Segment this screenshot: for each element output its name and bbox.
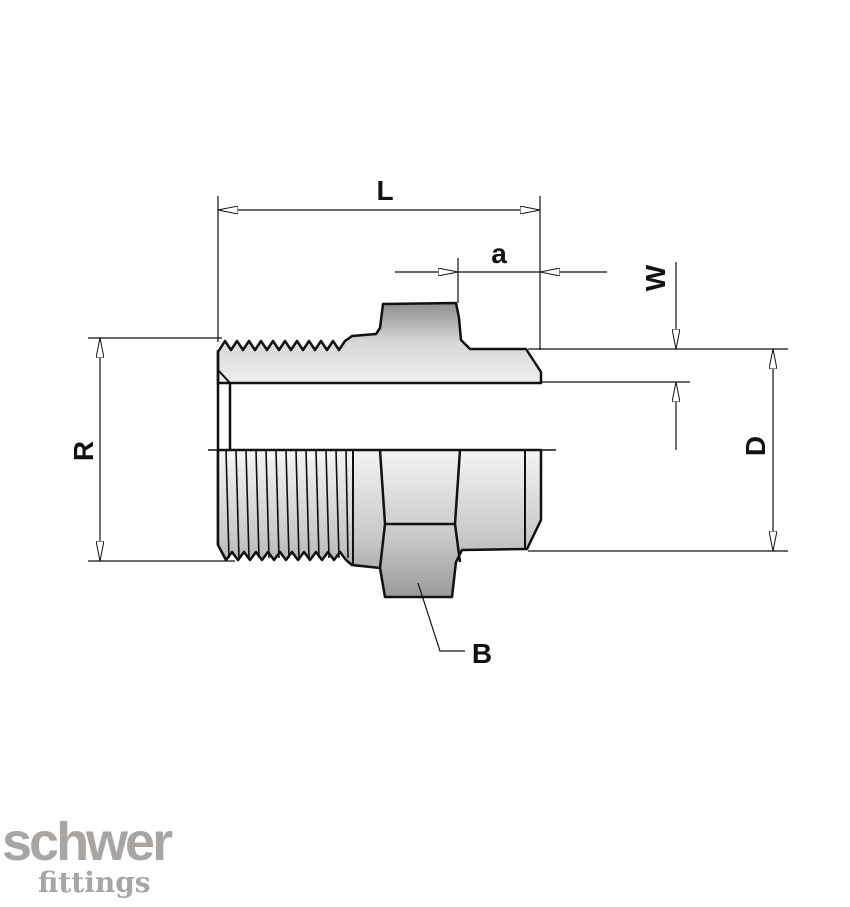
thread-lines bbox=[225, 449, 349, 559]
fitting-upper-half bbox=[216, 301, 543, 385]
svg-text:schwer: schwer bbox=[2, 812, 173, 872]
label-L: L bbox=[376, 175, 393, 206]
dimension-W bbox=[528, 262, 788, 450]
hex-nut bbox=[378, 449, 462, 569]
dimension-D bbox=[528, 349, 788, 552]
svg-text:fittings: fittings bbox=[38, 866, 151, 899]
label-D: D bbox=[740, 436, 771, 456]
label-R: R bbox=[68, 441, 99, 461]
label-W: W bbox=[640, 264, 671, 291]
leader-B bbox=[417, 582, 465, 652]
dimension-R bbox=[88, 337, 235, 562]
label-a: a bbox=[491, 238, 507, 269]
dimension-a bbox=[395, 258, 607, 303]
label-B: B bbox=[472, 638, 492, 669]
fitting-lower-half bbox=[216, 448, 543, 599]
schwer-fittings-logo: schwer fittings bbox=[2, 812, 176, 899]
